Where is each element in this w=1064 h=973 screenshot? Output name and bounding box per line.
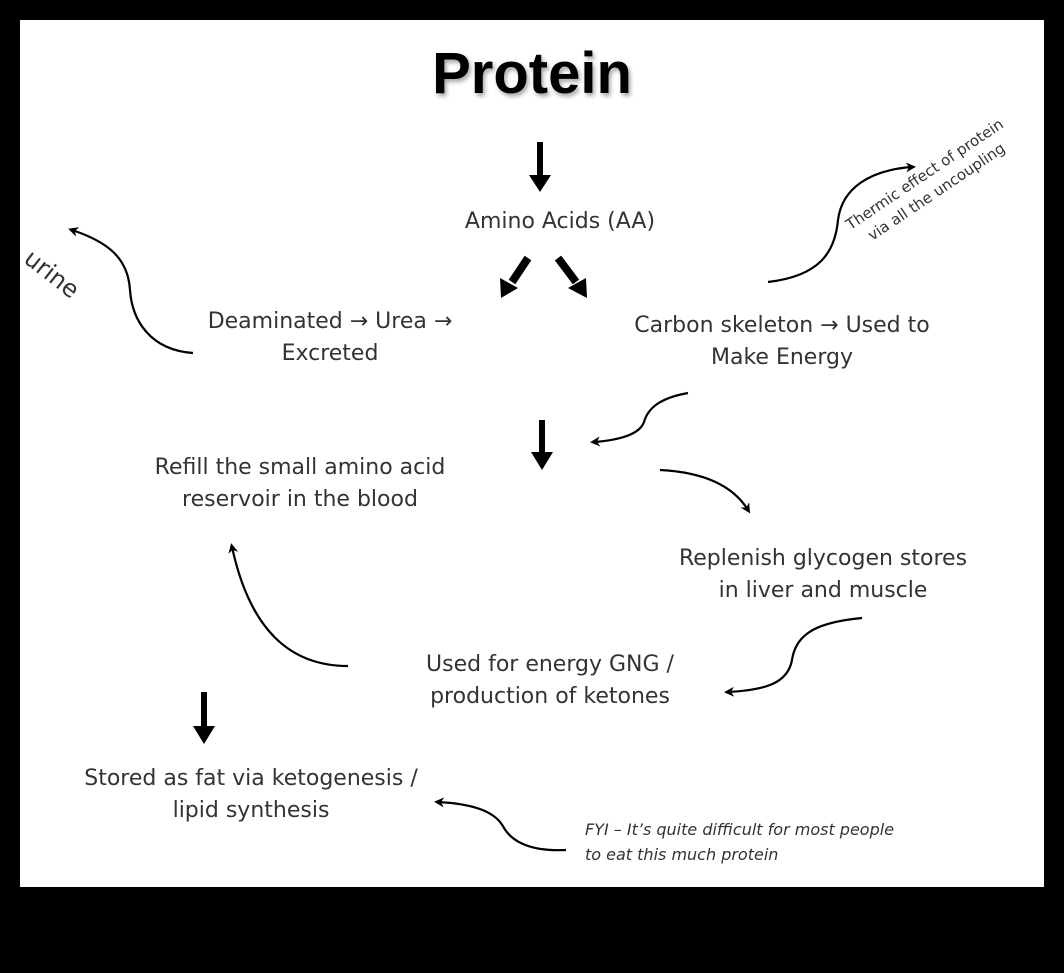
arrow-amino-to-deaminated: [500, 255, 532, 298]
arrow-protein-to-amino-acids: [529, 142, 551, 192]
node-stored-fat: Stored as fat via ketogenesis / lipid sy…: [84, 766, 418, 823]
node-carbon-skeleton: Carbon skeleton → Used to Make Energy: [634, 313, 930, 370]
annotation-fyi: FYI – It’s quite difficult for most peop…: [585, 820, 895, 864]
arrow-layer: [68, 142, 916, 852]
node-refill-reservoir: Refill the small amino acid reservoir in…: [154, 455, 446, 512]
node-amino-acids: Amino Acids (AA): [464, 209, 656, 234]
arrow-amino-to-carbon-skeleton: [554, 255, 587, 298]
arrow-curve-to-thermic: [767, 162, 916, 284]
diagram-title: Protein: [432, 41, 632, 106]
arrow-curve-carbon-to-fate: [590, 391, 689, 447]
arrow-curve-glycogen-to-gng: [724, 616, 863, 697]
arrow-to-stored-fat: [193, 692, 215, 744]
node-energy-gng: Used for energy GNG / production of keto…: [426, 652, 674, 709]
arrow-to-fate-branch: [531, 420, 553, 470]
arrow-curve-fyi-to-stored-fat: [434, 797, 567, 852]
node-replenish-glycogen: Replenish glycogen stores in liver and m…: [678, 546, 968, 603]
node-deaminated: Deaminated → Urea → Excreted: [207, 309, 453, 366]
diagram-panel: Protein: [19, 20, 1044, 887]
arrow-curve-to-glycogen: [659, 468, 751, 514]
arrow-curve-gng-to-refill: [228, 543, 349, 668]
arrow-curve-to-urine: [68, 227, 194, 355]
